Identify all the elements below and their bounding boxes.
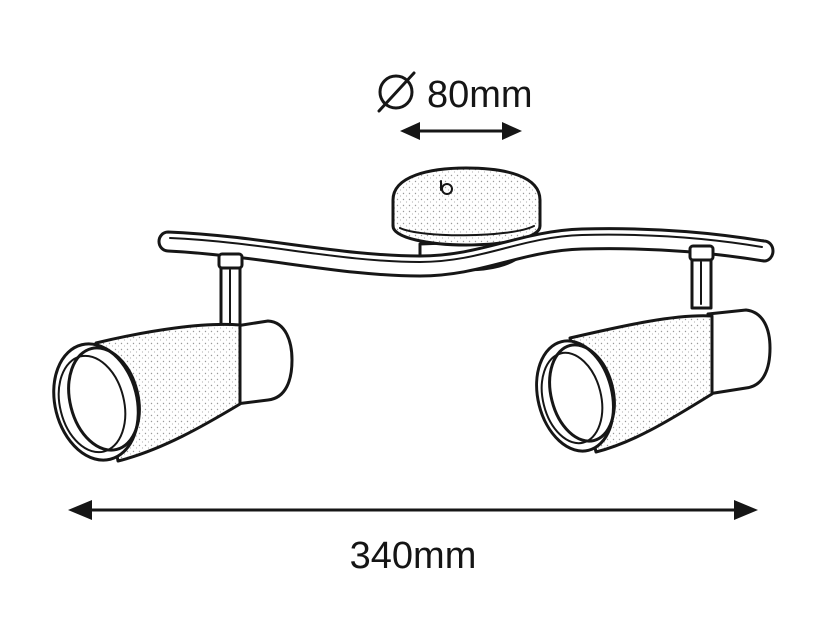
double-arrow-icon — [68, 500, 758, 520]
left-shade-opening — [52, 342, 141, 462]
diameter-dimension: 80mm — [377, 71, 533, 140]
right-holder — [706, 308, 772, 396]
right-shade-opening — [535, 339, 616, 453]
screw-icon — [440, 180, 453, 195]
right-stem — [688, 244, 715, 310]
left-holder — [234, 319, 294, 406]
left-stem — [217, 252, 244, 330]
left-spotlight — [52, 252, 294, 463]
length-dimension: 340mm — [68, 500, 758, 577]
diameter-label: 80mm — [427, 74, 533, 116]
length-label: 340mm — [350, 535, 477, 577]
right-spotlight — [535, 244, 772, 454]
diameter-arrow — [400, 122, 522, 140]
mounting-bar — [157, 227, 775, 278]
diameter-symbol-icon — [377, 71, 416, 113]
